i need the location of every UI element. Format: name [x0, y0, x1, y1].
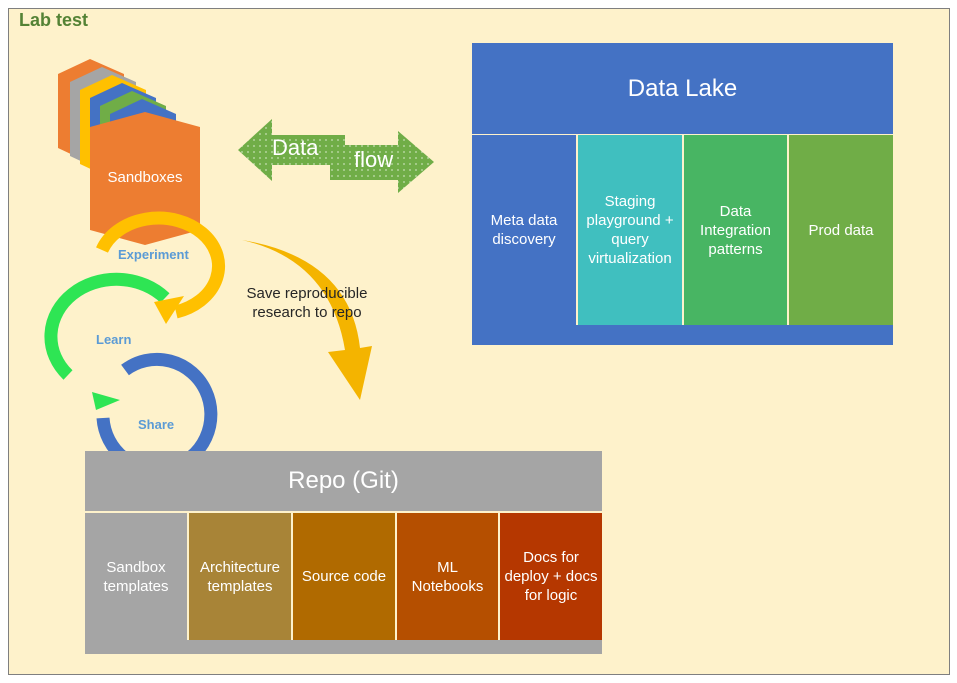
save-arrow-icon	[242, 240, 372, 400]
repo-column-architecture-templates: Architecture templates	[189, 513, 291, 640]
learn-arrowhead-icon	[92, 392, 120, 410]
repo-footer	[85, 640, 602, 654]
repo-column-sandbox-templates: Sandbox templates	[85, 513, 187, 640]
repo-column-ml-notebooks: ML Notebooks	[397, 513, 498, 640]
data-lake-column-prod: Prod data	[789, 135, 893, 325]
repo-column-source-code: Source code	[293, 513, 395, 640]
share-label: Share	[138, 417, 175, 432]
data-flow-word-data: Data	[272, 135, 319, 160]
repo-column-docs: Docs for deploy + docs for logic	[500, 513, 602, 640]
data-flow-word-flow: flow	[354, 147, 394, 172]
data-lake-column-meta: Meta data discovery	[472, 135, 576, 325]
data-flow-arrow-icon	[238, 119, 434, 193]
experiment-arrowhead-icon	[154, 296, 184, 324]
learn-label: Learn	[96, 332, 132, 347]
lab-title: Lab test	[19, 10, 89, 30]
data-lake-column-staging: Staging playground + query virtualizatio…	[578, 135, 682, 325]
experiment-label: Experiment	[118, 247, 189, 262]
sandbox-stack-icon	[58, 59, 200, 245]
data-lake-column-integration: Data Integration patterns	[684, 135, 787, 325]
data-lake-title: Data Lake	[472, 43, 893, 134]
sandboxes-label: Sandboxes	[107, 169, 183, 186]
data-lake-footer	[472, 325, 893, 345]
save-research-note: Save reproducible research to repo	[246, 285, 368, 321]
repo-title: Repo (Git)	[85, 451, 602, 511]
